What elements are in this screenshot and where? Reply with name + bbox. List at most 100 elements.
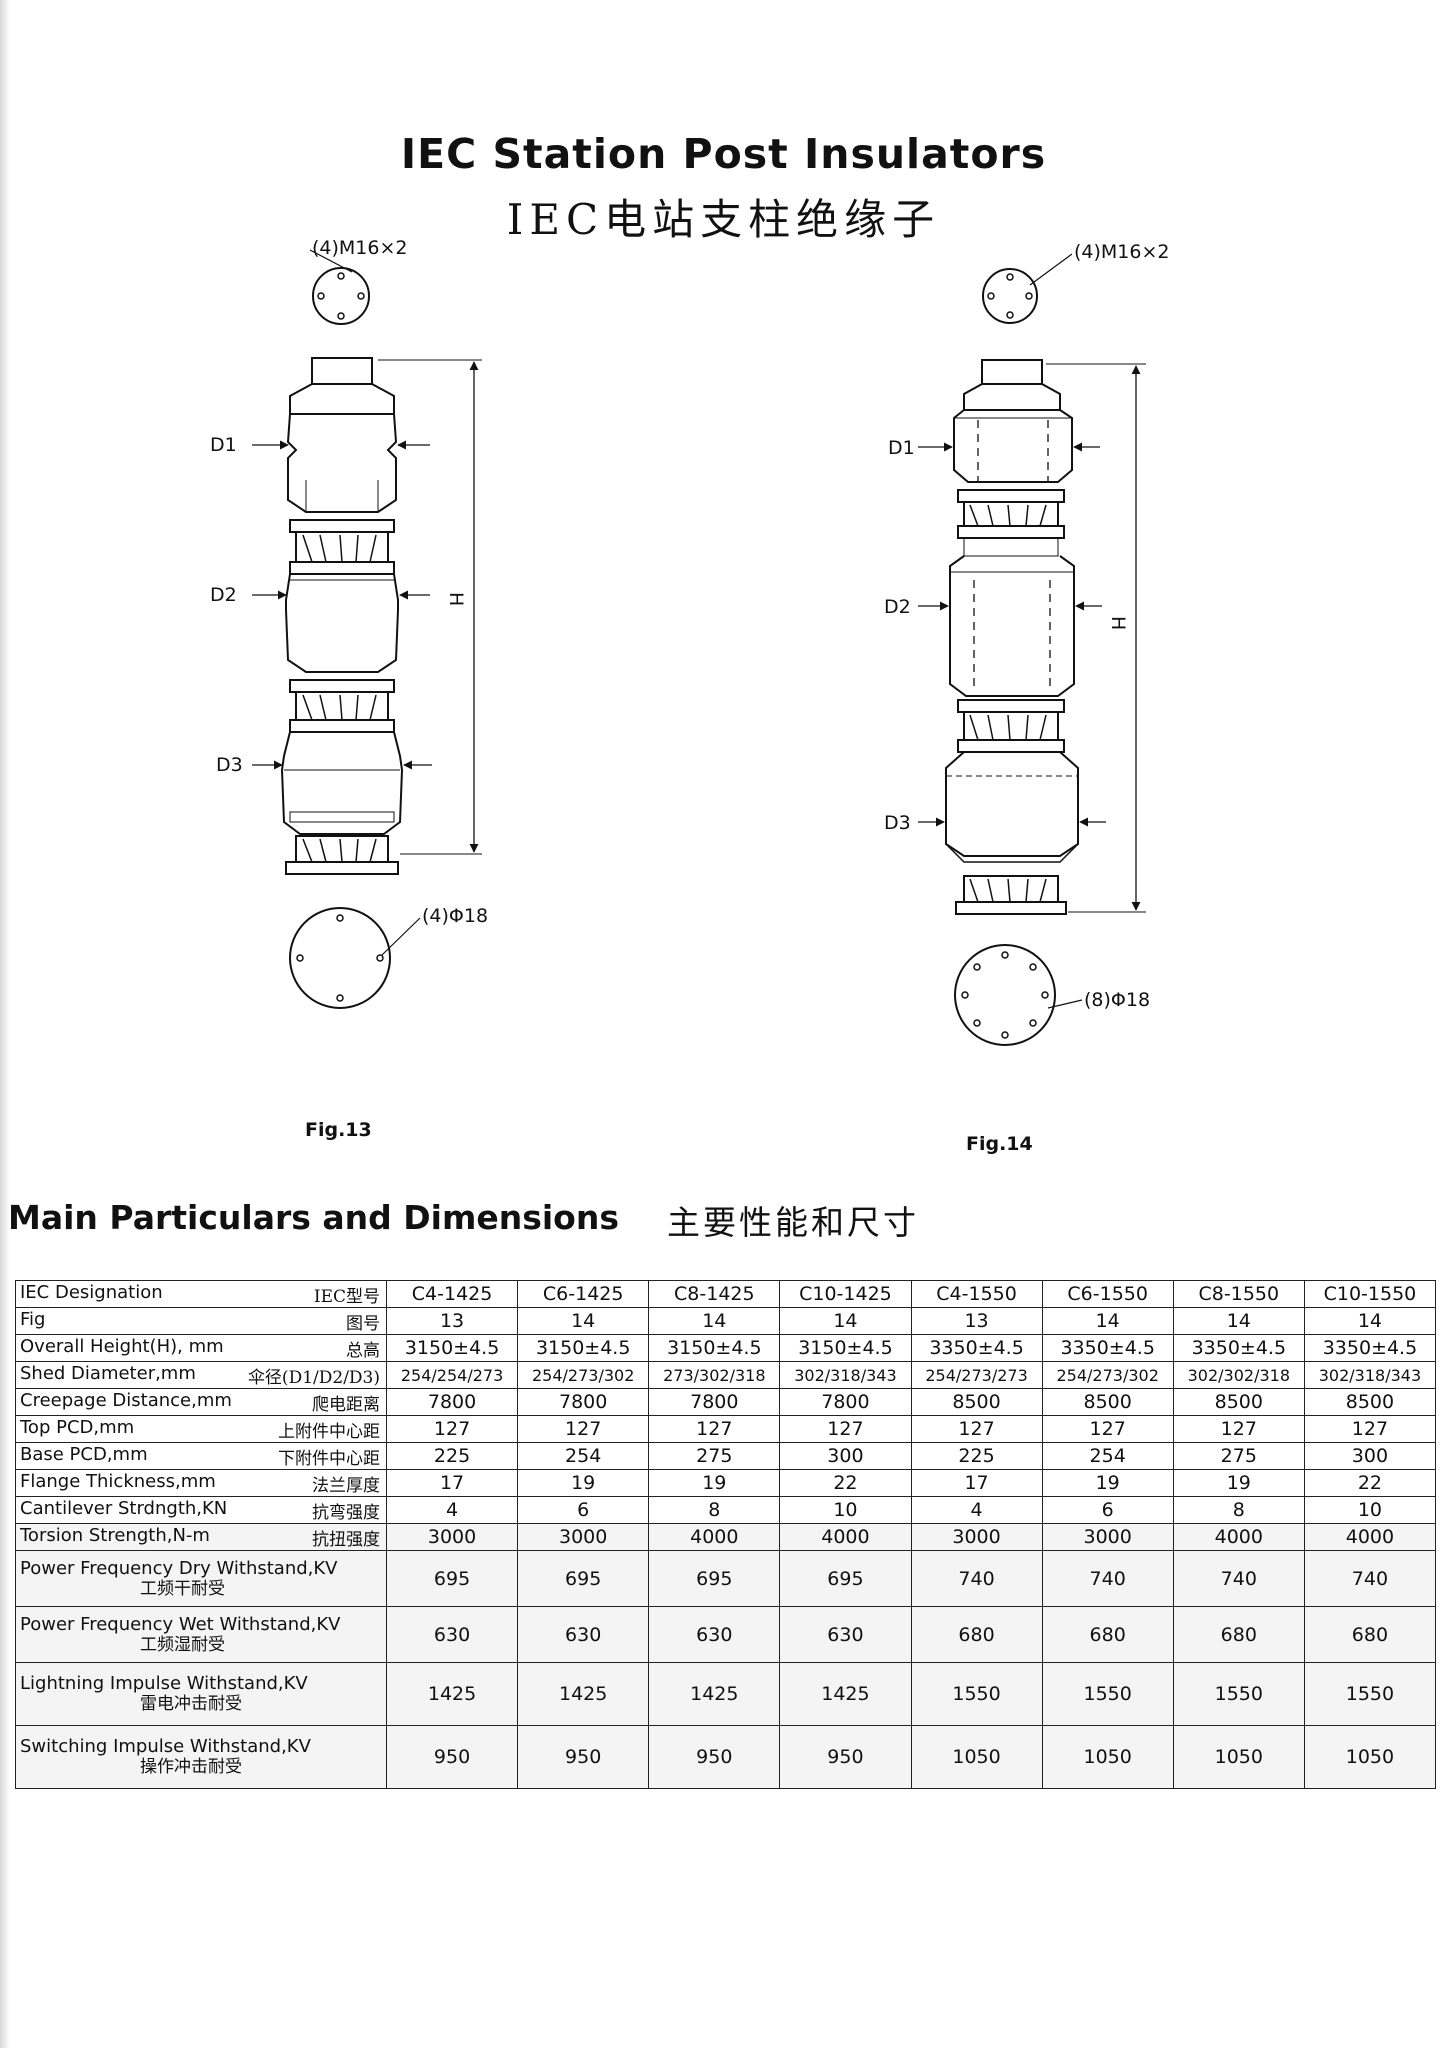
table-cell: 8500 bbox=[1041, 1388, 1174, 1416]
row-label-en: Flange Thickness,mm bbox=[20, 1470, 216, 1492]
table-cell: 3350±4.5 bbox=[910, 1334, 1043, 1362]
table-cell: 950 bbox=[779, 1725, 912, 1789]
table-cell: 14 bbox=[1041, 1307, 1174, 1335]
table-cell: C10-1550 bbox=[1303, 1280, 1437, 1308]
section-title-chinese: 主要性能和尺寸 bbox=[667, 1203, 919, 1242]
table-cell: 680 bbox=[1303, 1606, 1437, 1663]
table-cell: C8-1425 bbox=[648, 1280, 781, 1308]
table-cell: 3000 bbox=[1041, 1523, 1174, 1551]
table-cell: 1425 bbox=[648, 1662, 781, 1726]
page-title-chinese: IEC电站支柱绝缘子 bbox=[506, 195, 941, 244]
table-cell: 3150±4.5 bbox=[779, 1334, 912, 1362]
row-label-cn: 爬电距离 bbox=[312, 1394, 380, 1415]
table-cell: 254/273/273 bbox=[910, 1361, 1043, 1389]
table-cell: C8-1550 bbox=[1172, 1280, 1305, 1308]
table-cell: 300 bbox=[779, 1442, 912, 1470]
table-cell: 17 bbox=[910, 1469, 1043, 1497]
table-cell: 4000 bbox=[648, 1523, 781, 1551]
row-label-cn: 抗扭强度 bbox=[312, 1529, 380, 1550]
table-cell: 3150±4.5 bbox=[517, 1334, 650, 1362]
table-cell: 254/254/273 bbox=[385, 1361, 519, 1389]
table-cell: 302/318/343 bbox=[1303, 1361, 1437, 1389]
table-cell: 8500 bbox=[910, 1388, 1043, 1416]
table-cell: 740 bbox=[910, 1550, 1043, 1607]
fig13-base-flange-plan bbox=[289, 907, 421, 1009]
page-edge-shadow bbox=[0, 0, 10, 2048]
table-cell: 14 bbox=[648, 1307, 781, 1335]
table-cell: 14 bbox=[517, 1307, 650, 1335]
row-label-cn: 抗弯强度 bbox=[312, 1502, 380, 1523]
table-cell: 300 bbox=[1303, 1442, 1437, 1470]
table-cell: 275 bbox=[1172, 1442, 1305, 1470]
table-cell: 17 bbox=[385, 1469, 519, 1497]
table-cell: 10 bbox=[1303, 1496, 1437, 1524]
table-cell: 10 bbox=[779, 1496, 912, 1524]
table-cell: 3150±4.5 bbox=[648, 1334, 781, 1362]
table-cell: 740 bbox=[1303, 1550, 1437, 1607]
row-label-en: Overall Height(H), mm bbox=[20, 1335, 224, 1357]
row-label-en: Fig bbox=[20, 1308, 46, 1330]
table-cell: 14 bbox=[779, 1307, 912, 1335]
fig14-base-holes-label: (8)Φ18 bbox=[1084, 989, 1150, 1011]
table-cell: 3350±4.5 bbox=[1172, 1334, 1305, 1362]
row-label-cn: 雷电冲击耐受 bbox=[140, 1694, 242, 1714]
table-cell: 630 bbox=[517, 1606, 650, 1663]
row-label-en: Creepage Distance,mm bbox=[20, 1389, 232, 1411]
table-cell: 127 bbox=[1303, 1415, 1437, 1443]
row-label-cn: 伞径(D1/D2/D3) bbox=[247, 1367, 380, 1388]
row-label-en: IEC Designation bbox=[20, 1281, 163, 1303]
table-cell: 6 bbox=[517, 1496, 650, 1524]
table-cell: 950 bbox=[517, 1725, 650, 1789]
table-cell: 302/302/318 bbox=[1172, 1361, 1305, 1389]
table-cell: 3000 bbox=[517, 1523, 650, 1551]
table-cell: 3000 bbox=[910, 1523, 1043, 1551]
table-cell: 225 bbox=[385, 1442, 519, 1470]
fig14-caption: Fig.14 bbox=[966, 1133, 1033, 1155]
row-label-cn: 操作冲击耐受 bbox=[140, 1757, 242, 1777]
table-cell: 695 bbox=[779, 1550, 912, 1607]
table-cell: 740 bbox=[1041, 1550, 1174, 1607]
row-label-cn: 图号 bbox=[346, 1313, 380, 1334]
table-cell: 127 bbox=[779, 1415, 912, 1443]
table-cell: 254/273/302 bbox=[1041, 1361, 1174, 1389]
table-cell: 1550 bbox=[1303, 1662, 1437, 1726]
table-cell: 950 bbox=[648, 1725, 781, 1789]
table-cell: 127 bbox=[517, 1415, 650, 1443]
table-cell: 695 bbox=[385, 1550, 519, 1607]
table-cell: 127 bbox=[1041, 1415, 1174, 1443]
figure-14: (4)M16×2 bbox=[884, 241, 1170, 1155]
table-cell: C4-1425 bbox=[385, 1280, 519, 1308]
table-cell: 19 bbox=[648, 1469, 781, 1497]
table-cell: 3350±4.5 bbox=[1041, 1334, 1174, 1362]
table-cell: C6-1425 bbox=[517, 1280, 650, 1308]
table-cell: C6-1550 bbox=[1041, 1280, 1174, 1308]
row-label-en: Lightning Impulse Withstand,KV bbox=[20, 1673, 308, 1694]
fig13-d3-label: D3 bbox=[216, 754, 243, 776]
table-cell: 4000 bbox=[779, 1523, 912, 1551]
table-cell: 680 bbox=[1172, 1606, 1305, 1663]
table-cell: 1050 bbox=[1303, 1725, 1437, 1789]
table-cell: 4 bbox=[910, 1496, 1043, 1524]
fig14-d3-label: D3 bbox=[884, 812, 911, 834]
fig14-insulator-elevation bbox=[945, 359, 1079, 915]
table-cell: C4-1550 bbox=[910, 1280, 1043, 1308]
table-cell: 1425 bbox=[517, 1662, 650, 1726]
row-label-en: Top PCD,mm bbox=[20, 1416, 135, 1438]
table-cell: 695 bbox=[648, 1550, 781, 1607]
fig13-base-holes-label: (4)Φ18 bbox=[422, 905, 488, 927]
table-cell: 950 bbox=[385, 1725, 519, 1789]
table-cell: 22 bbox=[1303, 1469, 1437, 1497]
fig14-top-flange-plan bbox=[982, 253, 1073, 324]
fig13-caption: Fig.13 bbox=[305, 1119, 372, 1141]
